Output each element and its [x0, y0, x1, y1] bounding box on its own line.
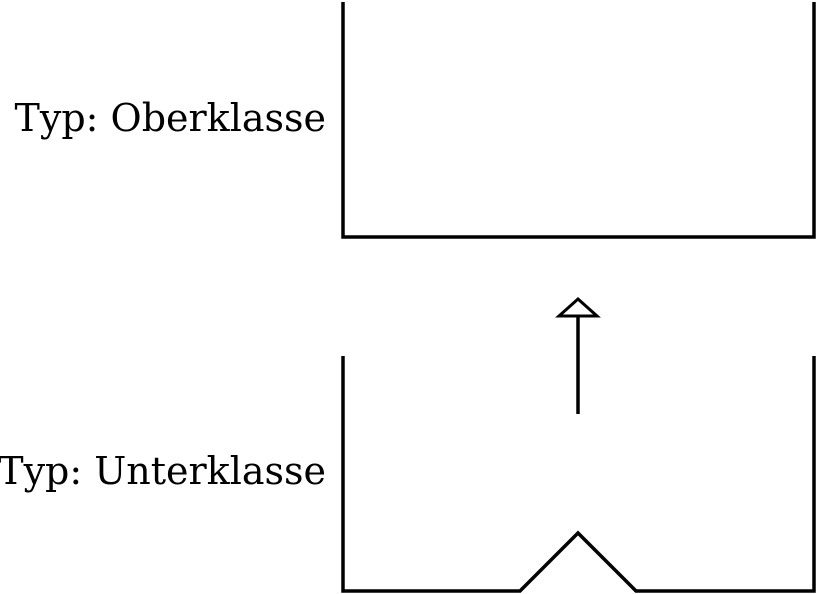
superclass-container [341, 2, 816, 239]
subclass-container [341, 356, 816, 593]
inheritance-arrowhead-icon [555, 296, 601, 318]
superclass-type-label: Typ: Oberklasse [14, 96, 326, 140]
subclass-type-label: Typ: Unterklasse [0, 449, 326, 493]
